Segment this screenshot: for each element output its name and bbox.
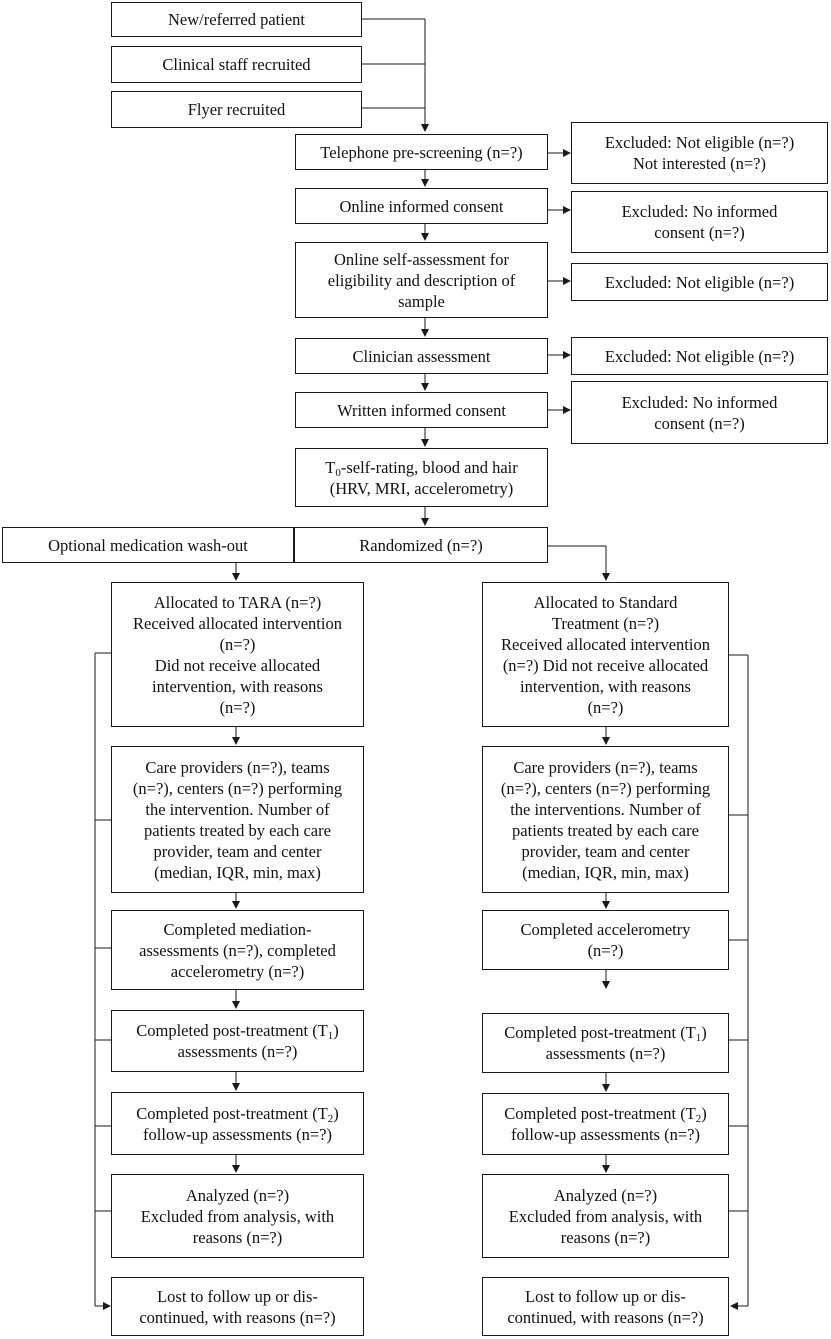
online-self-assessment-box: Online self-assessment for eligibility a… xyxy=(295,242,548,318)
tara-t2-line-1: Completed post-treatment (T2) xyxy=(136,1103,339,1125)
exclusion-self-assessment-box: Excluded: Not eligible (n=?) xyxy=(571,263,828,301)
source-clinical-staff-recruited: Clinical staff recruited xyxy=(111,46,362,83)
standard-t1-line-1: Completed post-treatment (T1) xyxy=(504,1023,707,1044)
exclusion-online-consent-box: Excluded: No informed consent (n=?) xyxy=(571,191,828,253)
standard-analyzed-box: Analyzed (n=?) Excluded from analysis, w… xyxy=(482,1174,729,1258)
tara-post-treatment-t1-box: Completed post-treatment (T1) assessment… xyxy=(111,1010,364,1072)
tara-post-treatment-t2-box: Completed post-treatment (T2) follow-up … xyxy=(111,1092,364,1155)
standard-post-treatment-t1-box: Completed post-treatment (T1) assessment… xyxy=(482,1013,729,1073)
telephone-prescreening-box: Telephone pre-screening (n=?) xyxy=(295,134,548,170)
standard-lost-to-follow-up-box: Lost to follow up or dis- continued, wit… xyxy=(482,1277,729,1336)
standard-completed-accelerometry-box: Completed accelerometry (n=?) xyxy=(482,910,729,970)
randomized-box: Randomized (n=?) xyxy=(294,527,548,563)
exclusion-prescreen-box: Excluded: Not eligible (n=?) Not interes… xyxy=(571,122,828,184)
tara-care-providers-box: Care providers (n=?), teams (n=?), cente… xyxy=(111,746,364,893)
tara-analyzed-box: Analyzed (n=?) Excluded from analysis, w… xyxy=(111,1174,364,1258)
tara-lost-to-follow-up-box: Lost to follow up or dis- continued, wit… xyxy=(111,1277,364,1336)
t0-baseline-box: T0-self-rating, blood and hair (HRV, MRI… xyxy=(295,448,548,507)
tara-t1-line-1: Completed post-treatment (T1) xyxy=(136,1021,339,1042)
written-informed-consent-box: Written informed consent xyxy=(295,392,548,428)
exclusion-written-consent-box: Excluded: No informed consent (n=?) xyxy=(571,381,828,444)
clinician-assessment-box: Clinician assessment xyxy=(295,338,548,374)
standard-t2-line-1: Completed post-treatment (T2) xyxy=(504,1104,707,1125)
source-flyer-recruited: Flyer recruited xyxy=(111,91,362,128)
online-informed-consent-box: Online informed consent xyxy=(295,188,548,224)
standard-allocated-box: Allocated to Standard Treatment (n=?) Re… xyxy=(482,582,729,727)
t0-line-1: T0-self-rating, blood and hair xyxy=(325,457,518,479)
source-new-referred-patient: New/referred patient xyxy=(111,2,362,37)
exclusion-clinician-box: Excluded: Not eligible (n=?) xyxy=(571,337,828,375)
tara-allocated-box: Allocated to TARA (n=?) Received allocat… xyxy=(111,582,364,727)
standard-post-treatment-t2-box: Completed post-treatment (T2) follow-up … xyxy=(482,1093,729,1155)
tara-completed-mediation-box: Completed mediation- assessments (n=?), … xyxy=(111,910,364,990)
medication-washout-box: Optional medication wash-out xyxy=(2,527,294,563)
standard-care-providers-box: Care providers (n=?), teams (n=?), cente… xyxy=(482,746,729,893)
